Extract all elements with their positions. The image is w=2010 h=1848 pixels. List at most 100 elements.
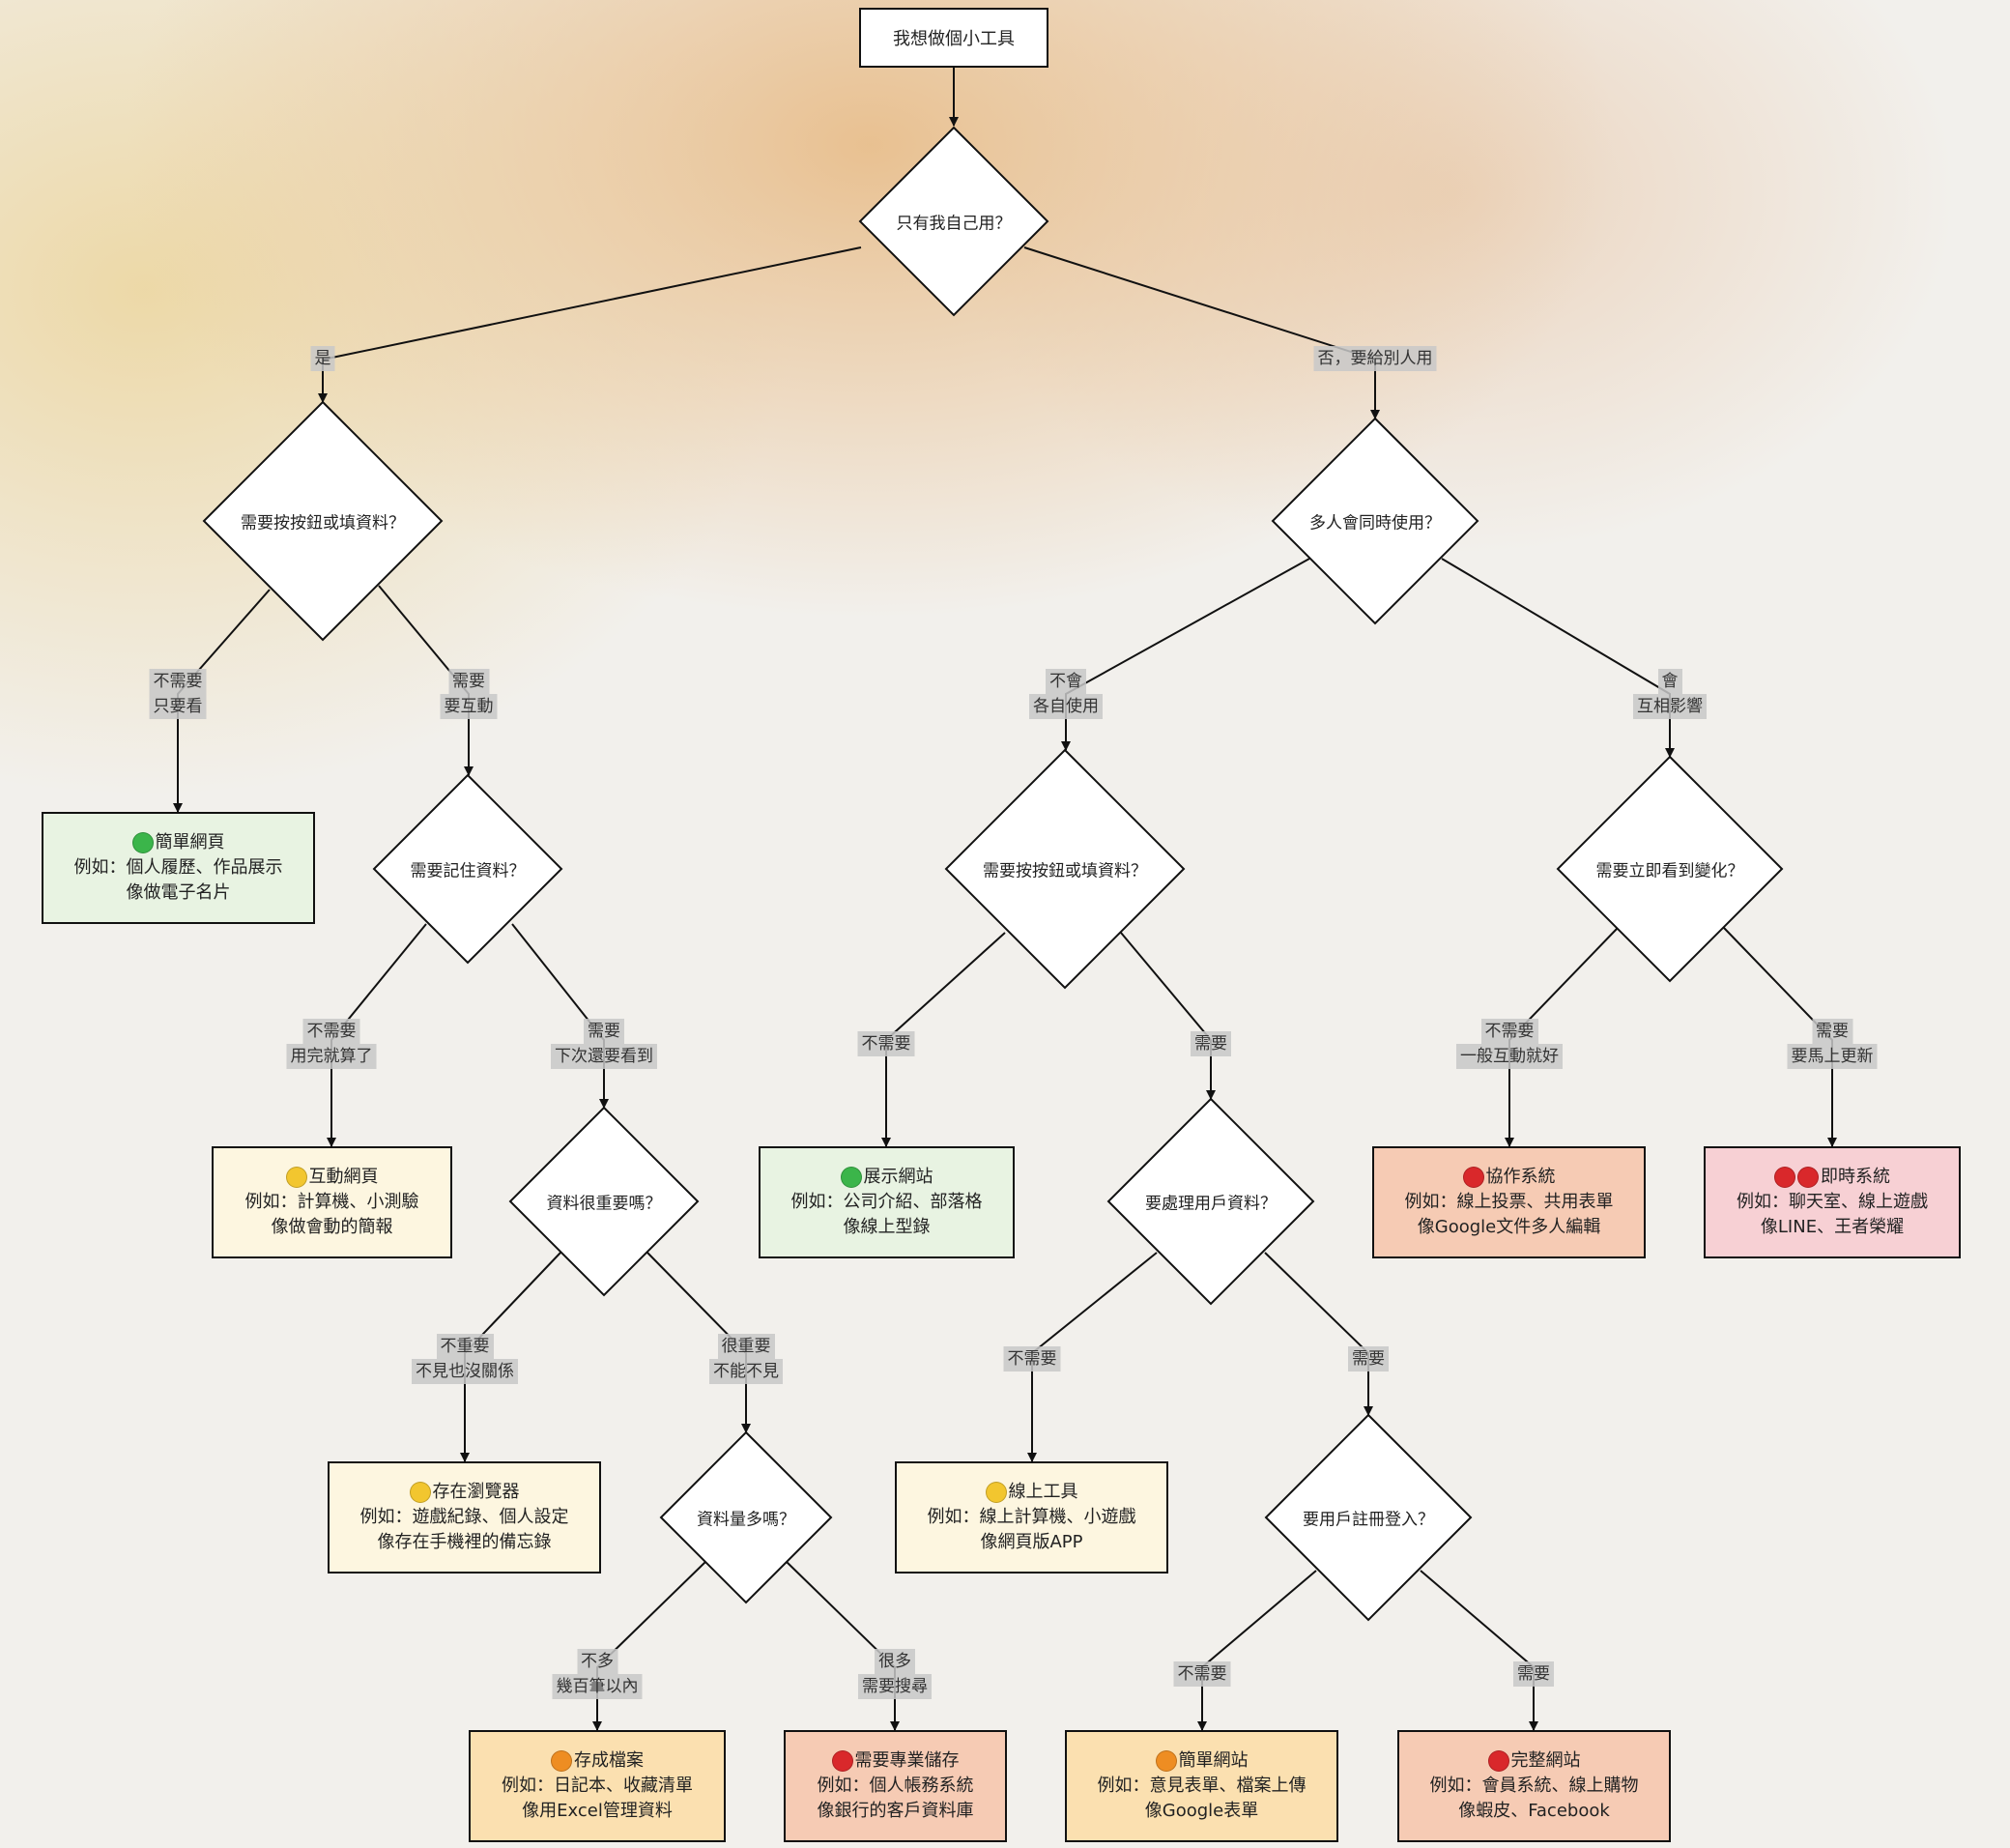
- result-realtime-system: 即時系統例如：聊天室、線上遊戲像LINE、王者榮耀: [1704, 1146, 1961, 1258]
- result-simple-page: 簡單網頁例如：個人履歷、作品展示像做電子名片: [42, 812, 315, 924]
- result-description: 例如：遊戲紀錄、個人設定: [359, 1507, 569, 1527]
- result-title: 完整網站: [1510, 1750, 1581, 1771]
- decision-diamond-q2: [202, 400, 444, 642]
- edge-label-e-need-interact: 需要要互動: [440, 669, 498, 719]
- edge-label-e-no: 否，要給別人用: [1313, 346, 1437, 371]
- decision-text-q3: 多人會同時使用？: [1309, 513, 1441, 534]
- result-title-row: 線上工具: [985, 1480, 1078, 1505]
- status-dot-icon: [409, 1482, 431, 1503]
- result-description: 例如：線上計算機、小遊戲: [927, 1507, 1136, 1527]
- result-description: 像銀行的客戶資料庫: [817, 1801, 974, 1821]
- decision-text-q1: 只有我自己用？: [896, 214, 1012, 234]
- edge-label-e-q7-no: 不重要不見也沒關係: [412, 1334, 518, 1384]
- edge-label-e-q6-no: 不需要一般互動就好: [1456, 1019, 1563, 1069]
- result-title-row: 協作系統: [1462, 1165, 1556, 1190]
- result-title: 協作系統: [1485, 1167, 1556, 1187]
- edge-label-e-need-later: 需要下次還要看到: [551, 1019, 657, 1069]
- decision-text-q8: 要處理用戶資料？: [1145, 1194, 1277, 1214]
- edge-label-line: 不見也沒關係: [412, 1359, 518, 1384]
- result-title: 簡單網頁: [155, 832, 225, 852]
- edge-q1-no: [1023, 246, 1380, 419]
- result-title: 存成檔案: [574, 1750, 644, 1771]
- edge-label-e-q8-yes: 需要: [1348, 1346, 1389, 1372]
- result-description: 像Google表單: [1144, 1801, 1259, 1821]
- edge-label-e-no-done: 不需要用完就算了: [286, 1019, 377, 1069]
- result-title: 簡單網站: [1178, 1750, 1249, 1771]
- edge-label-line: 很重要: [717, 1334, 775, 1359]
- edge-label-line: 一般互動就好: [1456, 1044, 1563, 1069]
- decision-diamond-q5: [944, 748, 1186, 990]
- result-title-row: 完整網站: [1487, 1748, 1581, 1774]
- result-description: 像LINE、王者榮耀: [1760, 1217, 1905, 1237]
- edge-label-line: 否，要給別人用: [1313, 346, 1437, 371]
- decision-diamond-q6: [1556, 755, 1784, 983]
- result-showcase-site: 展示網站例如：公司介紹、部落格像線上型錄: [759, 1146, 1015, 1258]
- edge-label-e-q6-yes: 需要要馬上更新: [1787, 1019, 1878, 1069]
- result-title: 展示網站: [863, 1167, 933, 1187]
- result-title: 需要專業儲存: [854, 1750, 960, 1771]
- decision-text-q9: 資料量多嗎？: [697, 1510, 795, 1530]
- edge-label-e-no-each: 不會各自使用: [1029, 669, 1103, 719]
- result-description: 例如：線上投票、共用表單: [1404, 1192, 1614, 1212]
- edge-q3-no: [1061, 558, 1310, 751]
- decision-text-q10: 要用戶註冊登入？: [1303, 1510, 1434, 1530]
- status-dot-icon: [985, 1482, 1007, 1503]
- decision-text-q7: 資料很重要嗎？: [546, 1194, 662, 1214]
- result-description: 例如：公司介紹、部落格: [790, 1192, 983, 1212]
- edge-q1-yes: [318, 246, 862, 403]
- edge-label-e-q8-no: 不需要: [1003, 1346, 1061, 1372]
- edge-label-e-q10-no: 不需要: [1173, 1661, 1231, 1687]
- edge-label-line: 會: [1657, 669, 1682, 694]
- result-description: 例如：意見表單、檔案上傳: [1097, 1776, 1306, 1796]
- result-title: 線上工具: [1008, 1482, 1078, 1502]
- decision-diamond-q7: [508, 1106, 700, 1297]
- decision-diamond-q9: [659, 1430, 833, 1604]
- edge-q8-yes: [1264, 1252, 1373, 1416]
- result-full-site: 完整網站例如：會員系統、線上購物像蝦皮、Facebook: [1397, 1730, 1671, 1842]
- status-dot-icon: [840, 1167, 862, 1188]
- result-description: 像存在手機裡的備忘錄: [377, 1532, 552, 1552]
- edge-label-e-yes-affect: 會互相影響: [1633, 669, 1707, 719]
- status-dot-icon: [1462, 1167, 1484, 1188]
- status-dot-icon: [1774, 1167, 1795, 1188]
- status-dot-icon: [831, 1750, 853, 1772]
- status-dot-icon: [1155, 1750, 1177, 1772]
- decision-text-q2: 需要按按鈕或填資料？: [241, 513, 405, 534]
- status-dot-icon: [551, 1750, 572, 1772]
- edge-label-e-q7-yes: 很重要不能不見: [709, 1334, 783, 1384]
- edge-q5-yes: [1120, 932, 1216, 1100]
- result-description: 例如：個人履歷、作品展示: [73, 857, 283, 878]
- result-browser-storage: 存在瀏覽器例如：遊戲紀錄、個人設定像存在手機裡的備忘錄: [328, 1461, 601, 1574]
- result-description: 像用Excel管理資料: [522, 1801, 673, 1821]
- edge-label-line: 互相影響: [1633, 694, 1707, 719]
- decision-diamond-q10: [1264, 1413, 1473, 1622]
- edge-label-line: 不需要: [149, 669, 207, 694]
- result-description: 像做電子名片: [126, 882, 231, 903]
- result-title-row: 存成檔案: [551, 1748, 644, 1774]
- edge-label-line: 需要: [584, 1019, 624, 1044]
- decision-text-q6: 需要立即看到變化？: [1595, 861, 1744, 881]
- edge-label-e-no-need-view: 不需要只要看: [149, 669, 207, 719]
- edge-q3-yes: [1441, 558, 1675, 758]
- edge-label-line: 很多: [875, 1649, 915, 1674]
- result-collab-system: 協作系統例如：線上投票、共用表單像Google文件多人編輯: [1372, 1146, 1646, 1258]
- status-dot-icon: [131, 832, 154, 853]
- edge-label-line: 不需要: [1003, 1346, 1061, 1372]
- edge-label-line: 不會: [1046, 669, 1086, 694]
- edge-label-e-q9-many: 很多需要搜尋: [858, 1649, 932, 1699]
- result-title-row: 簡單網站: [1155, 1748, 1249, 1774]
- status-dot-icon: [1797, 1167, 1819, 1188]
- edge-label-line: 不需要: [302, 1019, 360, 1044]
- edge-label-line: 不需要: [1480, 1019, 1538, 1044]
- edge-label-line: 是: [310, 346, 335, 371]
- result-title-row: 需要專業儲存: [831, 1748, 960, 1774]
- edge-label-e-q10-yes: 需要: [1513, 1661, 1554, 1687]
- edge-label-line: 需要: [1348, 1346, 1389, 1372]
- result-title-row: 簡單網頁: [131, 830, 225, 855]
- status-dot-icon: [285, 1167, 307, 1188]
- edge-label-line: 只要看: [149, 694, 207, 719]
- decision-text-q4: 需要記住資料？: [410, 861, 526, 881]
- edge-label-line: 要馬上更新: [1787, 1044, 1878, 1069]
- result-description: 像線上型錄: [843, 1217, 931, 1237]
- edge-label-line: 不需要: [1173, 1661, 1231, 1687]
